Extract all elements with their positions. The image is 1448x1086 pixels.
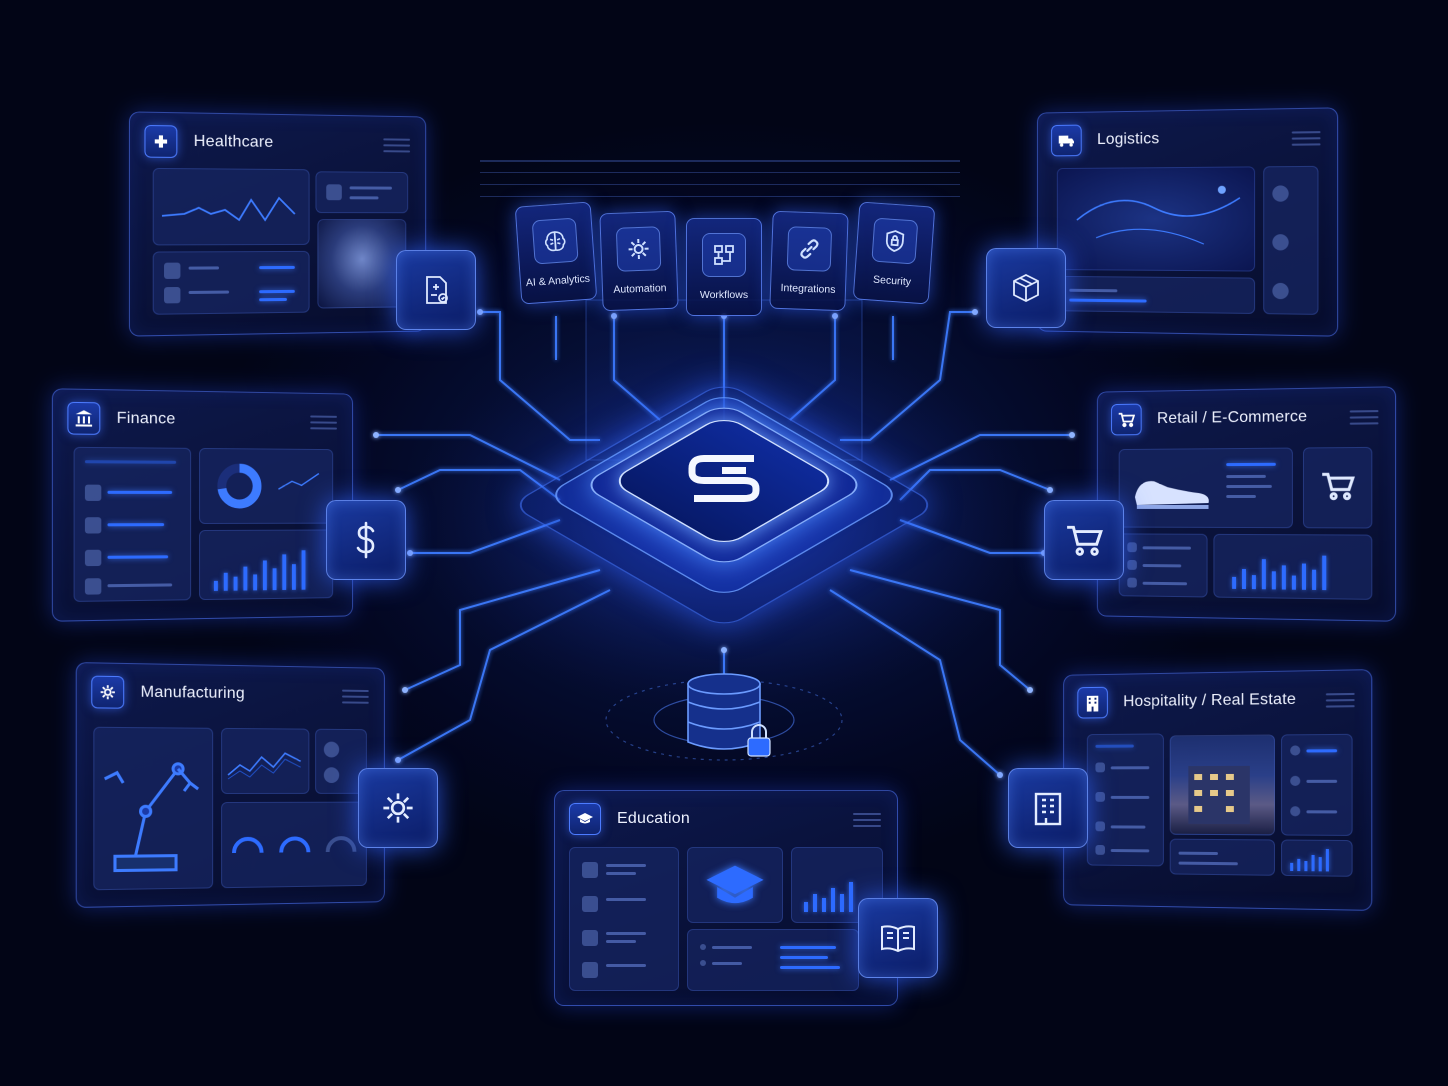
building-icon [1008, 768, 1088, 848]
menu-lines-icon [342, 689, 369, 708]
shipment-stats [1263, 165, 1319, 315]
menu-lines-icon [310, 415, 337, 433]
module-workflows[interactable]: Workflows [686, 218, 762, 316]
gauges-card [221, 801, 367, 889]
menu-lines-icon [853, 813, 881, 831]
bank-icon [67, 401, 101, 435]
product-card [1118, 447, 1293, 529]
shield-lock-icon [871, 217, 919, 265]
vitals-chart-card [152, 167, 310, 246]
link-icon [786, 226, 833, 272]
course-card [687, 847, 783, 923]
cart-icon [1111, 403, 1142, 436]
module-label: Integrations [780, 282, 836, 296]
stacked-s-logo-icon [682, 451, 766, 512]
world-route-map [1056, 166, 1256, 272]
cart-card [1302, 446, 1373, 529]
dollar-icon [326, 500, 406, 580]
panel-title: Retail / E-Commerce [1157, 408, 1308, 428]
database-lock-icon [686, 672, 776, 766]
module-ai-analytics[interactable]: AI & Analytics [514, 201, 598, 305]
medical-document-icon [396, 250, 476, 330]
panel-retail[interactable]: Retail / E-Commerce [1096, 386, 1397, 622]
gear-icon [615, 226, 662, 272]
panel-title: Manufacturing [140, 683, 245, 703]
medical-cross-icon [144, 124, 178, 158]
panel-title: Logistics [1097, 130, 1160, 149]
bar-chart-card [199, 529, 334, 601]
truck-icon [1051, 124, 1082, 157]
account-list-card [73, 446, 192, 602]
menu-lines-icon [1291, 131, 1321, 150]
occupancy-card [1169, 838, 1275, 876]
module-label: Workflows [699, 289, 749, 301]
shopping-cart-icon [1044, 500, 1124, 580]
module-label: Security [872, 273, 912, 289]
gear-icon [91, 675, 125, 709]
grades-card [687, 929, 859, 991]
room-stats-card [1281, 733, 1353, 836]
module-label: Automation [613, 282, 667, 296]
xray-image [317, 219, 407, 309]
panel-healthcare[interactable]: Healthcare [128, 111, 427, 337]
panel-finance[interactable]: Finance [51, 388, 354, 622]
workflow-icon [702, 233, 746, 277]
panel-logistics[interactable]: Logistics [1036, 107, 1339, 337]
panel-hospitality[interactable]: Hospitality / Real Estate [1063, 669, 1373, 911]
panel-title: Hospitality / Real Estate [1123, 690, 1297, 711]
students-list-card [569, 847, 679, 991]
patient-card [315, 171, 409, 214]
tracking-card [1056, 275, 1256, 315]
graduation-cap-icon [569, 803, 601, 835]
robot-arm-card [93, 726, 214, 891]
patient-list-card [152, 250, 310, 315]
brain-icon [531, 217, 579, 265]
package-box-icon [986, 248, 1066, 328]
module-security[interactable]: Security [852, 201, 936, 305]
panel-title: Finance [116, 409, 176, 428]
orders-list-card [1118, 533, 1208, 598]
panel-title: Healthcare [193, 132, 274, 151]
panel-manufacturing[interactable]: Manufacturing [75, 662, 385, 908]
donut-chart-card [199, 447, 334, 525]
building-photo [1169, 734, 1275, 836]
panel-education[interactable]: Education [554, 790, 898, 1006]
cog-icon [358, 768, 438, 848]
revenue-chart-card [1281, 839, 1353, 877]
module-label: AI & Analytics [525, 272, 591, 290]
production-chart-card [221, 727, 310, 795]
menu-lines-icon [1325, 692, 1355, 712]
panel-title: Education [617, 810, 690, 827]
menu-lines-icon [1349, 410, 1379, 429]
module-automation[interactable]: Automation [599, 210, 679, 312]
sales-bar-chart [1213, 533, 1373, 600]
bookings-list-card [1086, 733, 1164, 867]
menu-lines-icon [383, 138, 411, 156]
hotel-icon [1077, 686, 1108, 719]
module-integrations[interactable]: Integrations [769, 210, 849, 312]
open-book-icon [858, 898, 938, 978]
